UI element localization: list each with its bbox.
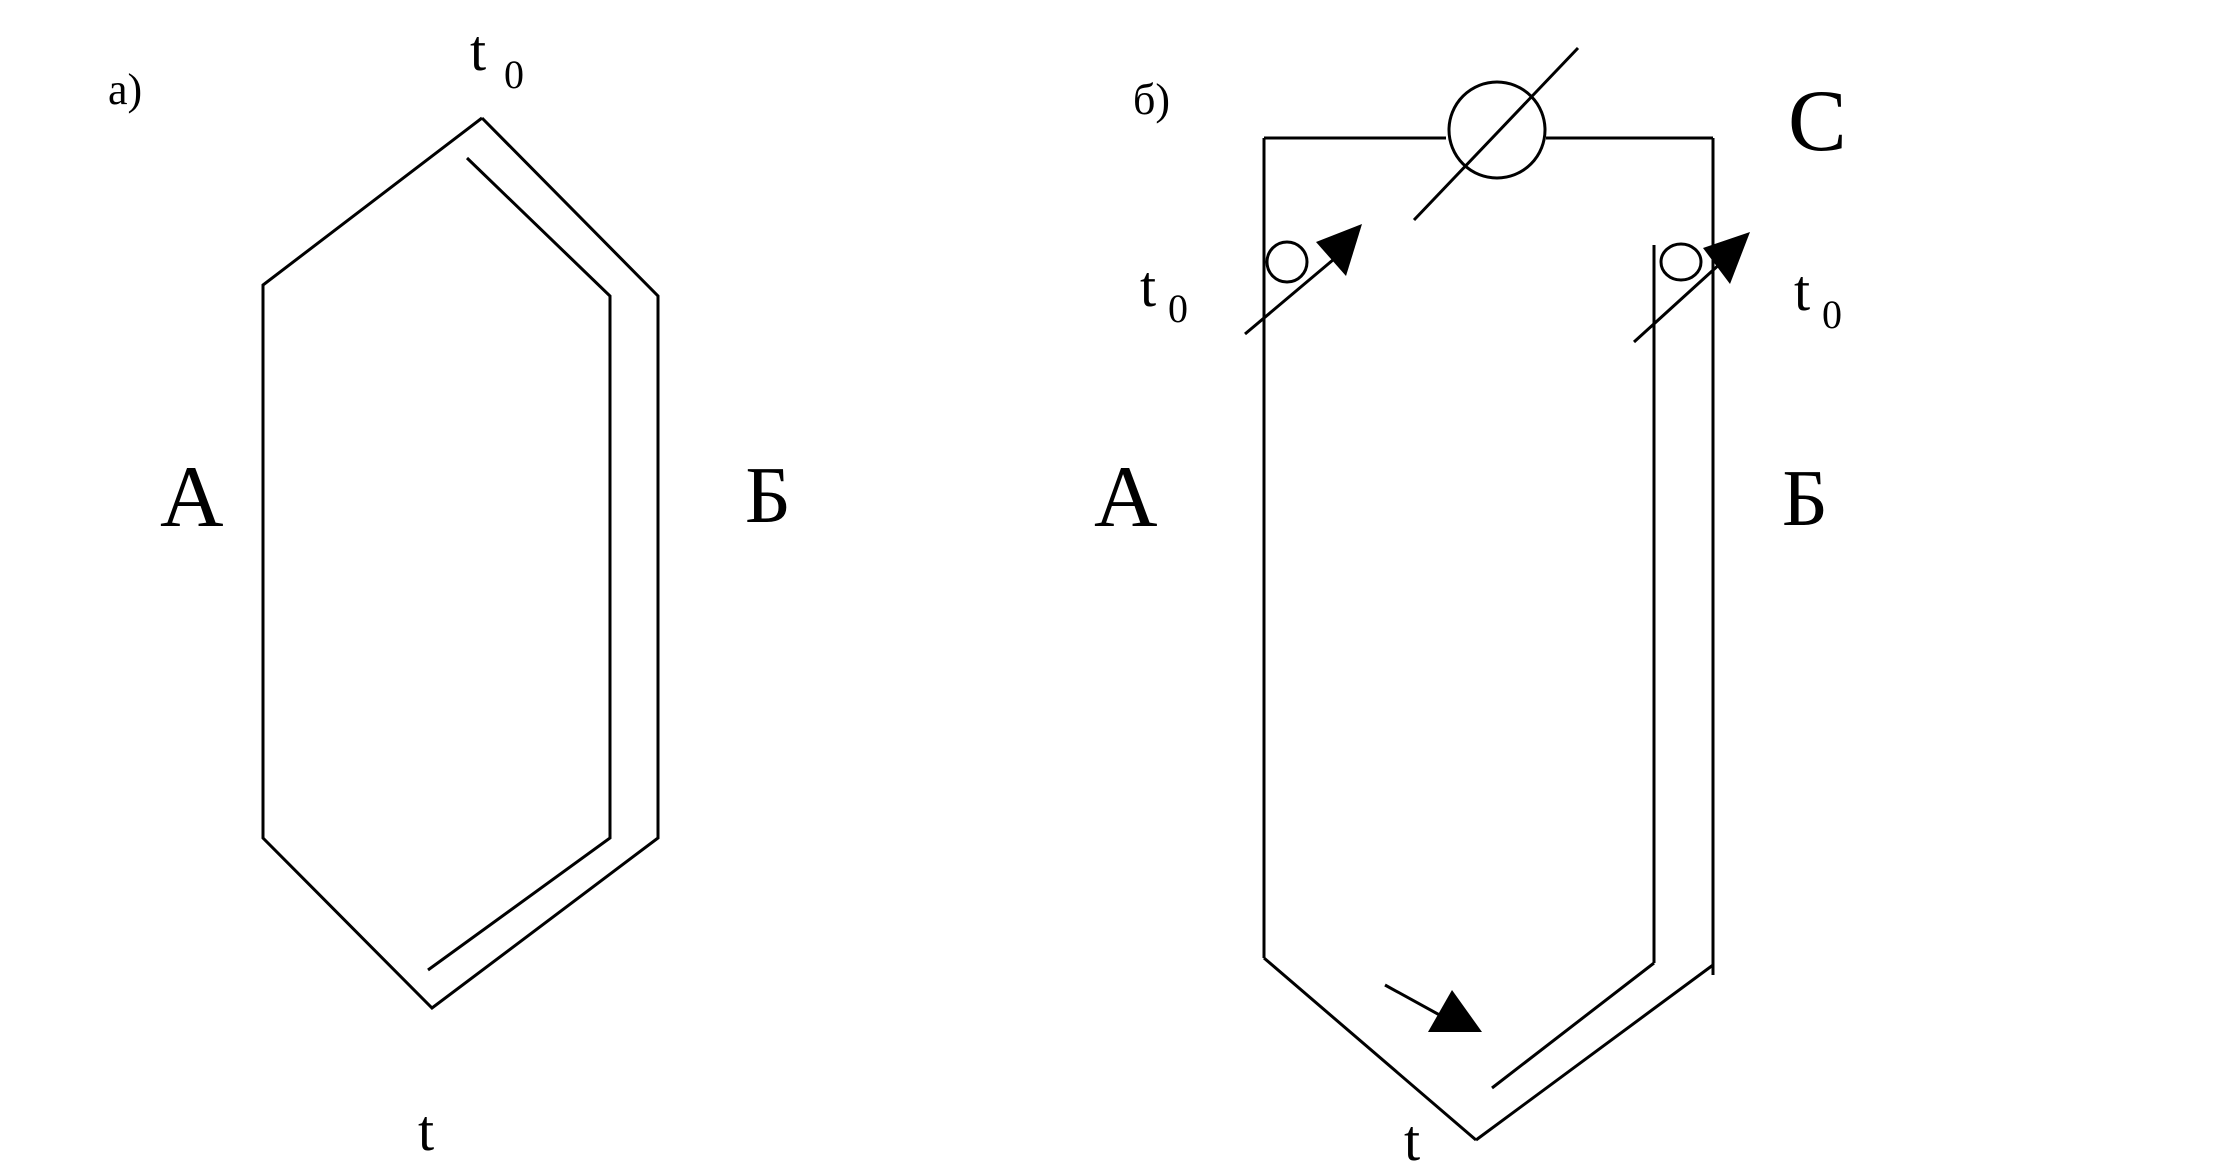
panel-a-cold-end-label: t <box>418 1098 434 1163</box>
panel-b: б) А Б С t 0 t 0 t <box>1094 46 1847 1165</box>
left-terminal-sub: 0 <box>1168 286 1188 331</box>
panel-a-hot-junction-sub: 0 <box>504 52 524 97</box>
junction-label: t <box>1404 1108 1420 1165</box>
left-terminal-circle <box>1265 240 1309 284</box>
right-terminal-arrow-shaft <box>1632 260 1724 344</box>
panel-b-tag: б) <box>1133 75 1170 124</box>
conductor-b-inner-line <box>427 156 612 972</box>
right-terminal-arrow-head <box>1703 232 1750 284</box>
panel-a-hot-junction-label: t <box>470 18 486 83</box>
left-terminal-label: t <box>1140 254 1156 319</box>
right-terminal-sub: 0 <box>1822 292 1842 337</box>
conductor-b-outer-lower <box>1475 963 1714 1142</box>
junction-arrow-head <box>1428 990 1482 1032</box>
panel-a: а) t 0 А Б t <box>108 18 791 1163</box>
panel-b-conductor-b-label: Б <box>1782 455 1828 543</box>
left-terminal-arrow-head <box>1316 224 1362 276</box>
panel-a-conductor-b-label: Б <box>745 452 791 540</box>
panel-b-conductor-a-label: А <box>1094 449 1158 546</box>
right-terminal-label: t <box>1794 258 1810 323</box>
galvanometer-icon <box>1447 80 1547 180</box>
conductor-a-lower-wire <box>1263 956 1477 1142</box>
meter-label: С <box>1788 73 1847 170</box>
conductor-a-loop <box>261 116 660 1010</box>
panel-a-tag: а) <box>108 65 142 114</box>
panel-a-conductor-a-label: А <box>160 449 224 546</box>
galvanometer-needle <box>1412 46 1580 222</box>
junction-arrow-shaft <box>1384 983 1446 1020</box>
conductor-b-inner-lower <box>1491 961 1655 1090</box>
right-terminal-circle <box>1659 242 1703 282</box>
left-terminal-arrow-shaft <box>1244 252 1341 336</box>
